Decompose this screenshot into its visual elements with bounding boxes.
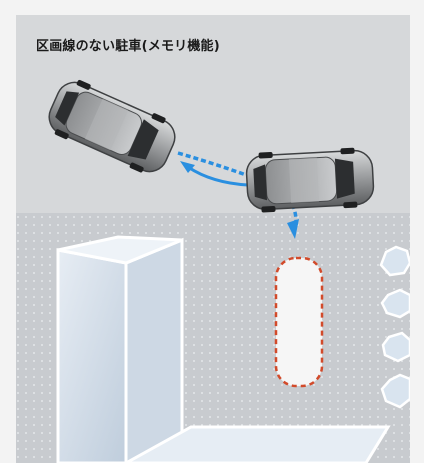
- page-title: 区画線のない駐車(メモリ機能): [36, 39, 220, 54]
- illustration-panel: 区画線のない駐車(メモリ機能): [16, 15, 410, 463]
- rock-icon: [379, 245, 410, 409]
- car-icon: [244, 145, 376, 215]
- parking-illustration: [16, 73, 410, 463]
- building-icon: [56, 235, 391, 463]
- parking-spot-outline: [274, 256, 324, 388]
- car-icon: [41, 73, 183, 181]
